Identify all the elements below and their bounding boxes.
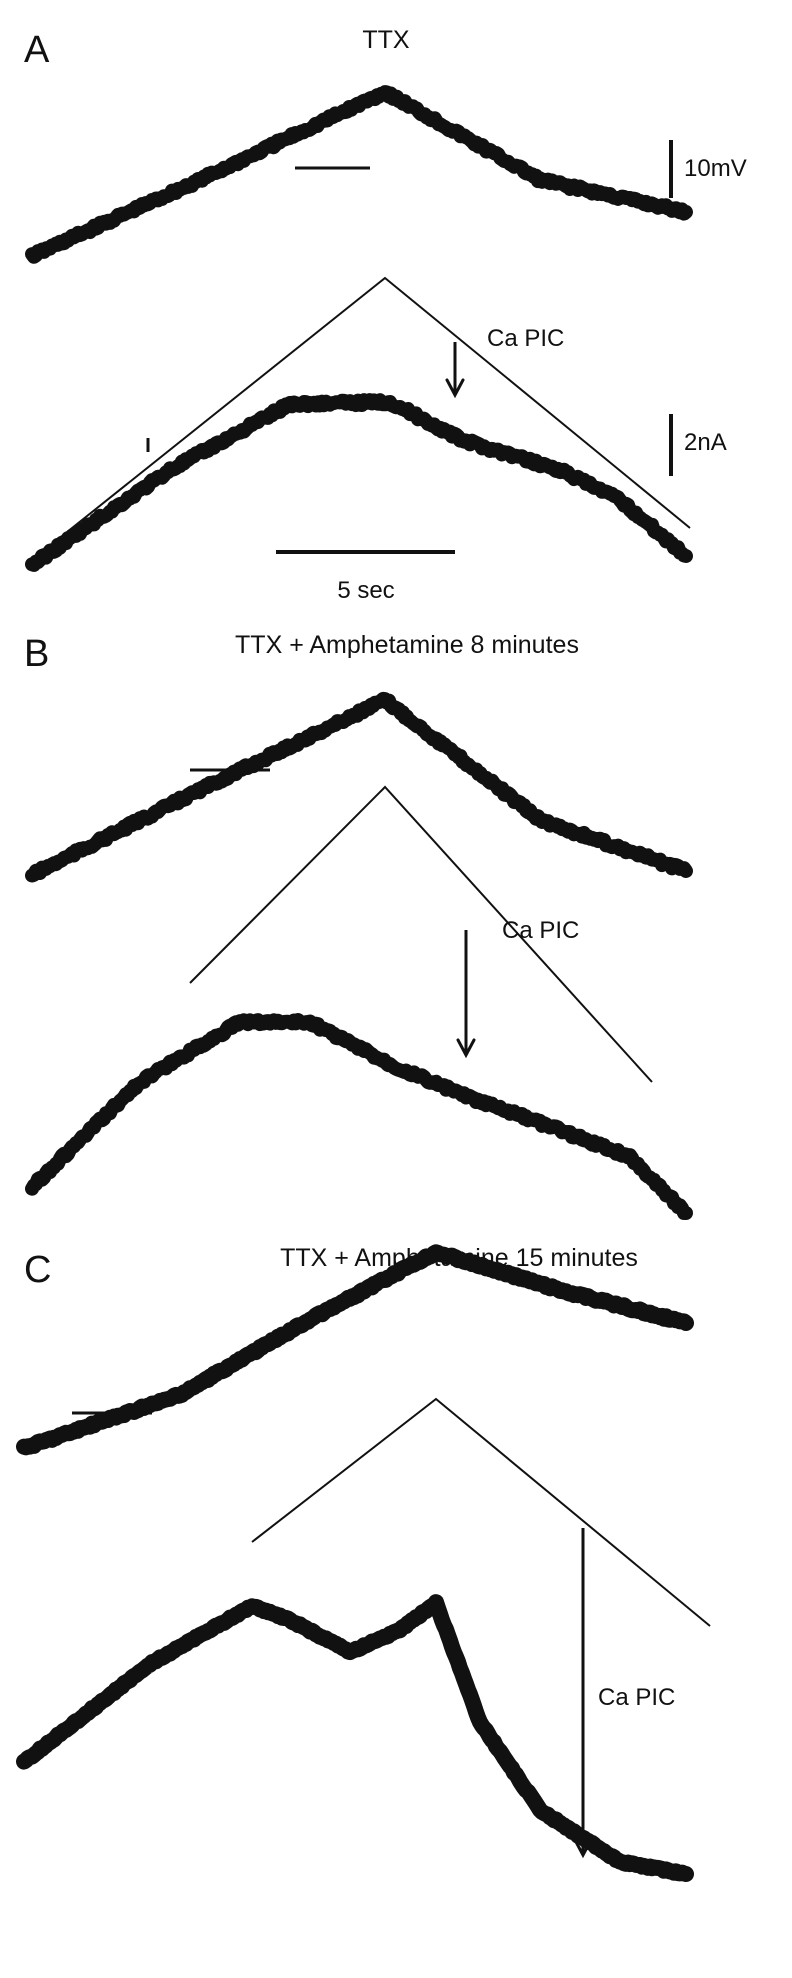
command-ramp-a — [31, 276, 691, 561]
current-trace-a — [25, 393, 693, 572]
voltage-scale-bar: 10mV — [669, 140, 747, 198]
panel-a: A TTX Ca PIC 10mV 2nA 5 sec — [24, 26, 747, 604]
panel-letter-c: C — [24, 1249, 51, 1291]
current-scale-bar: 2nA — [669, 414, 727, 476]
time-scale-label: 5 sec — [337, 577, 394, 604]
voltage-trace-b — [25, 691, 693, 883]
ca-pic-label-a: Ca PIC — [487, 325, 564, 352]
current-trace-c — [16, 1594, 694, 1882]
panel-letter-a: A — [24, 29, 50, 71]
ca-pic-arrow-b — [456, 930, 476, 1059]
voltage-trace-c — [16, 1244, 694, 1456]
ca-pic-label-c: Ca PIC — [598, 1684, 675, 1711]
current-scale-label: 2nA — [684, 429, 727, 456]
panel-title-a: TTX — [362, 26, 410, 54]
current-trace-b — [25, 1013, 693, 1220]
command-ramp-c — [251, 1397, 711, 1627]
ca-pic-arrow-c — [573, 1528, 593, 1859]
panel-c: C TTX + Amphetamine 15 minutes Ca PIC — [16, 1244, 711, 1882]
panel-letter-b: B — [24, 633, 49, 675]
panel-title-b: TTX + Amphetamine 8 minutes — [235, 631, 579, 659]
time-scale-bar: 5 sec — [276, 550, 455, 604]
ca-pic-arrow-a — [445, 342, 465, 399]
voltage-trace-a — [25, 85, 693, 264]
ca-pic-label-b: Ca PIC — [502, 917, 579, 944]
voltage-scale-label: 10mV — [684, 155, 747, 182]
panel-b: B TTX + Amphetamine 8 minutes Ca PIC — [24, 631, 693, 1220]
command-ramp-b — [189, 785, 653, 1083]
